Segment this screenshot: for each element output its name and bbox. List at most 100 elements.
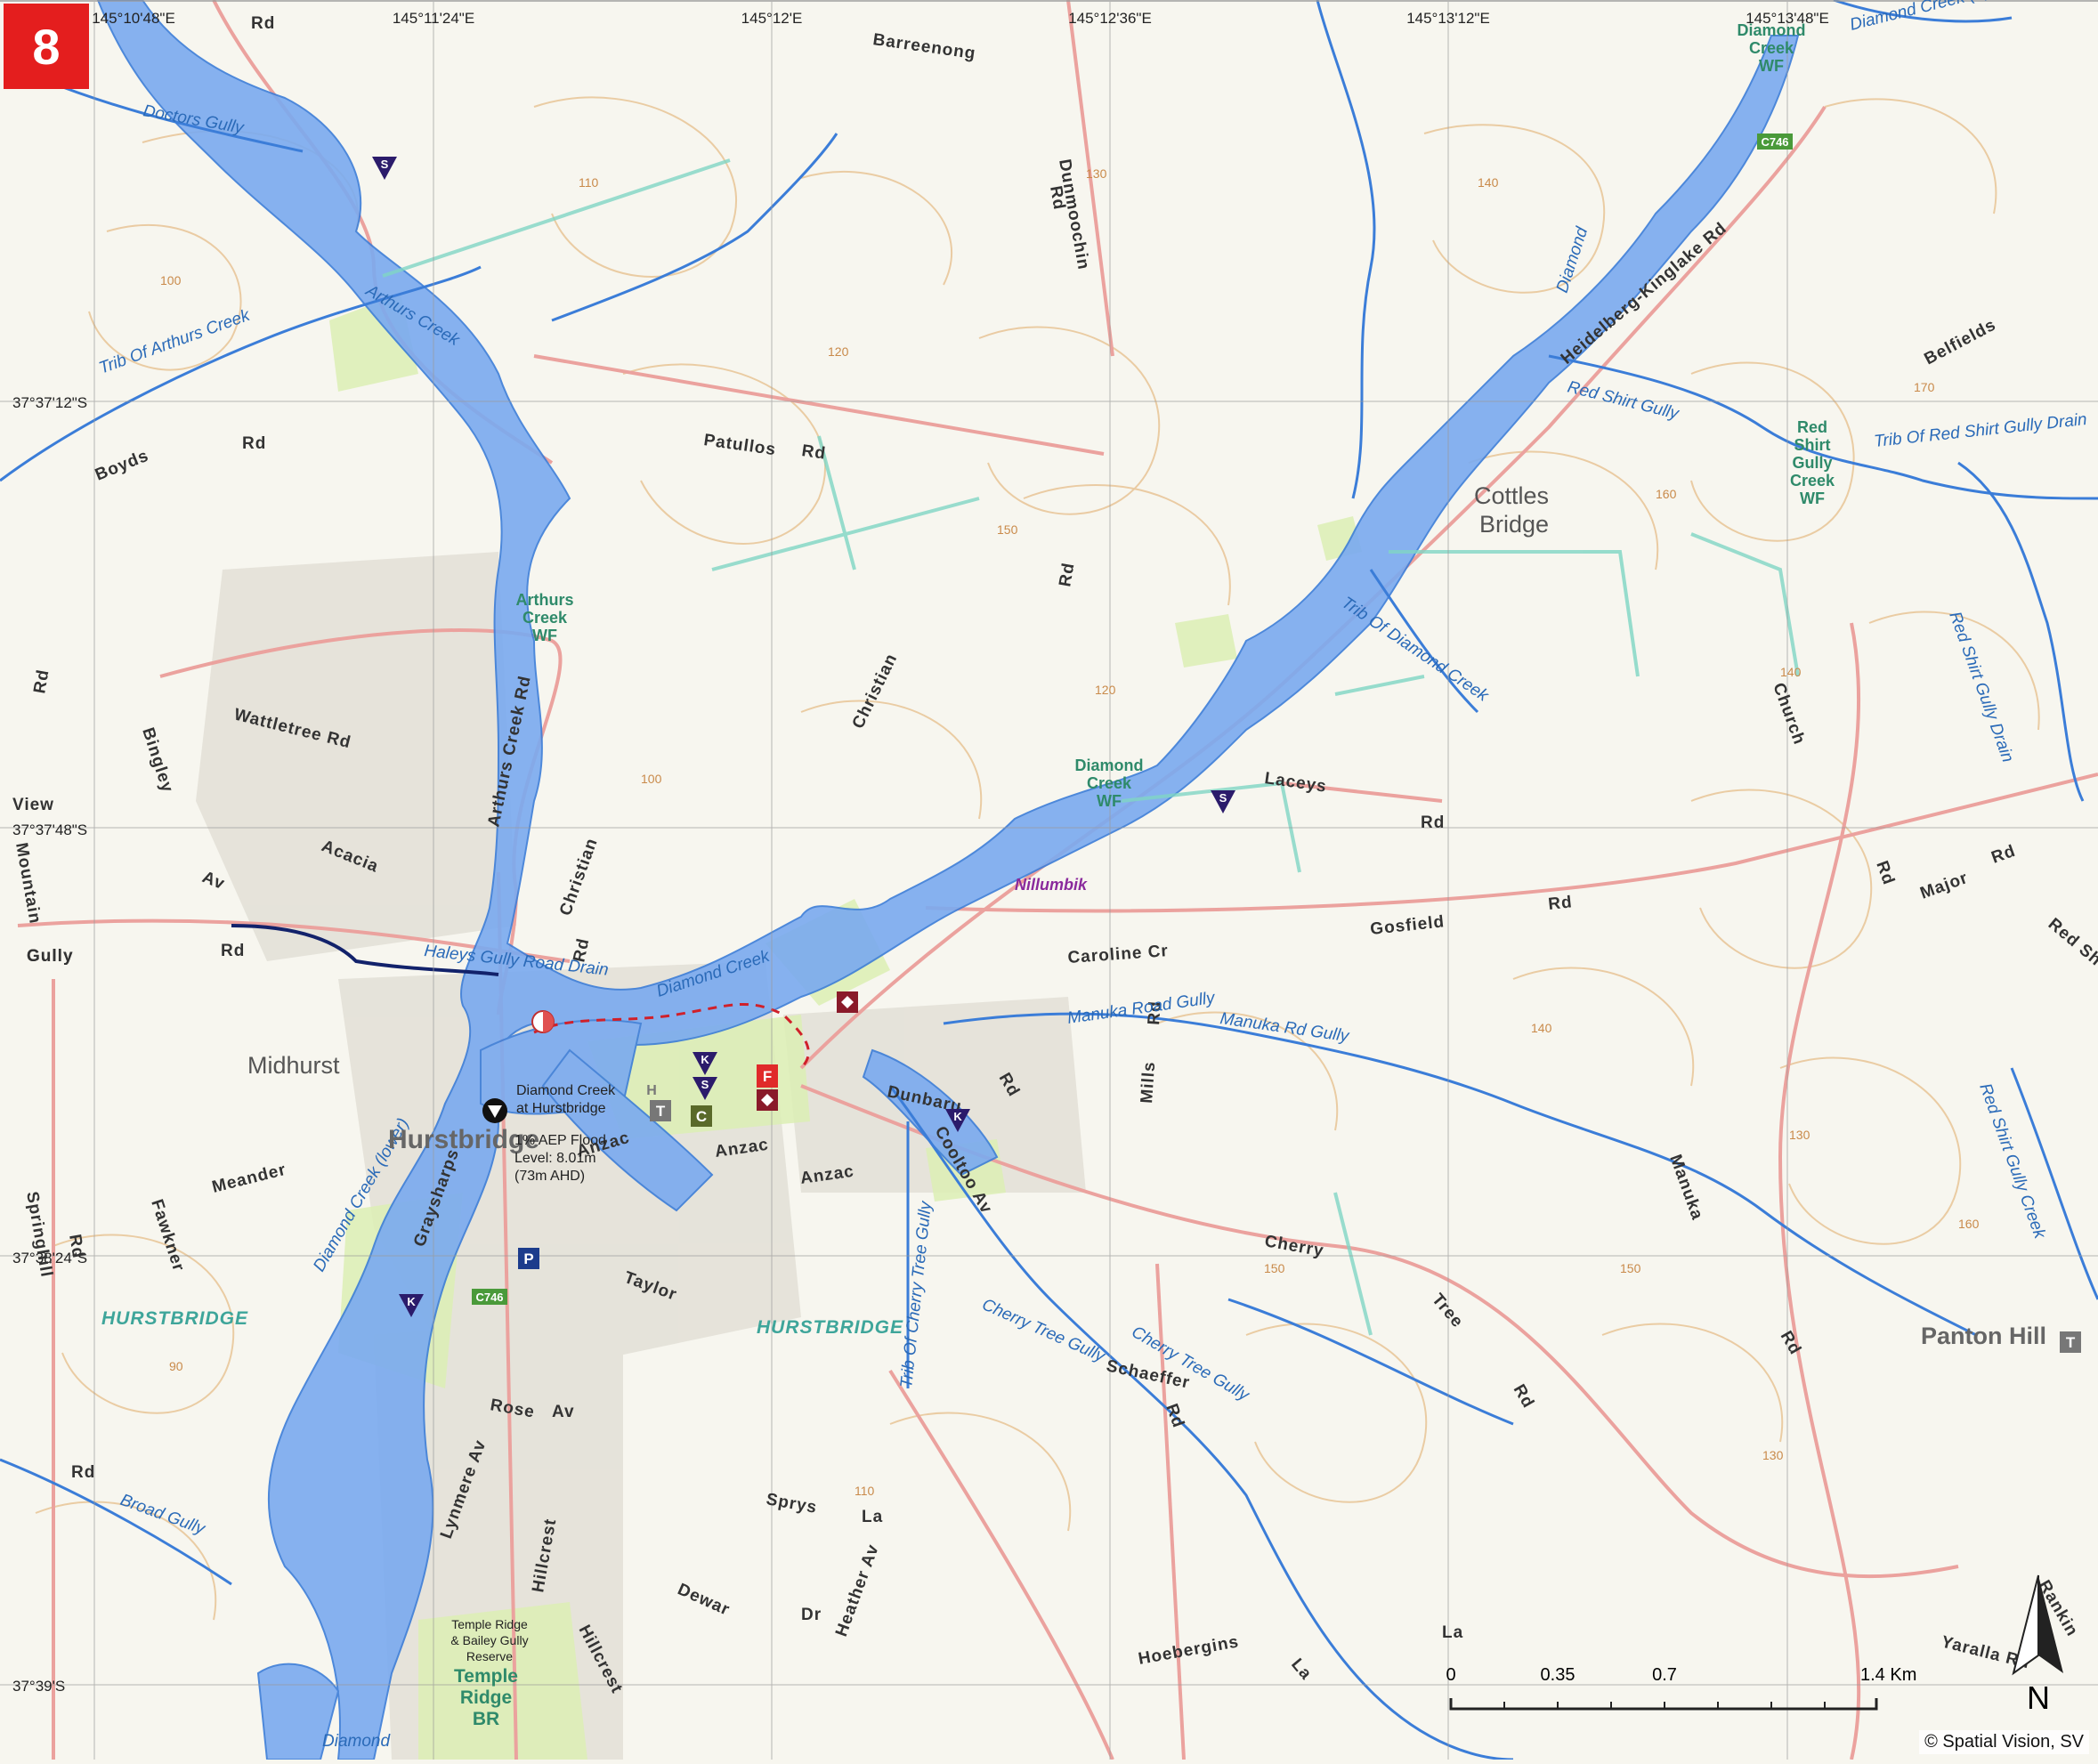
contour-label: 130 (1086, 166, 1107, 181)
scale-label: 0.7 (1652, 1665, 1677, 1685)
road-label: Rd (1421, 813, 1445, 832)
road-label: Rd (251, 14, 275, 33)
road-label: Av (552, 1403, 575, 1421)
place-labels: Midhurst Hurstbridge Cottles Bridge Pant… (101, 482, 2046, 1349)
longitude-label: 145°13'48"E (1746, 10, 1829, 27)
locality-label: HURSTBRIDGE (101, 1308, 248, 1329)
contour-label: 130 (1789, 1128, 1810, 1142)
svg-text:Temple: Temple (454, 1666, 518, 1687)
town-label-panton-hill: Panton Hill (1921, 1323, 2046, 1349)
road-label: Rd (242, 434, 266, 453)
contour-label: 100 (160, 273, 182, 287)
flood-level-line: (73m AHD) (514, 1169, 585, 1184)
kindergarten-icon: K (693, 1052, 717, 1075)
latitude-label: 37°37'48"S (12, 821, 87, 838)
police-icon: P (518, 1248, 539, 1269)
svg-text:& Bailey Gully: & Bailey Gully (450, 1633, 528, 1647)
flood-gauge-icon (482, 1098, 507, 1123)
road-label: Rd (1145, 1000, 1165, 1026)
town-label-bridge: Bridge (1479, 511, 1549, 538)
road-label: View (12, 796, 54, 814)
road-label: Rd (30, 668, 53, 695)
road-label: Gully (27, 947, 74, 966)
half-circle-marker-icon (531, 1010, 555, 1033)
contour-label: 150 (1264, 1261, 1285, 1275)
road-label: Rd (221, 942, 245, 960)
diamond-marker-icon (757, 1089, 778, 1111)
svg-text:K: K (407, 1295, 416, 1308)
longitude-label: 145°13'12"E (1406, 10, 1490, 27)
svg-text:P: P (523, 1250, 533, 1267)
contour-label: 150 (997, 522, 1018, 537)
contour-labels: 100 110 120 130 140 150 160 170 90 130 1… (160, 166, 1980, 1498)
contour-label: 170 (1914, 380, 1935, 394)
reserve-label: Temple Ridge & Bailey Gully Reserve (450, 1617, 528, 1663)
contour-label: 100 (641, 772, 662, 786)
route-shield: C746 (1757, 134, 1793, 150)
latitude-label: 37°37'12"S (12, 394, 87, 411)
north-arrow-icon: N (2012, 1574, 2063, 1716)
gauge-name-line: Diamond Creek (516, 1083, 616, 1098)
road-label: Gully (27, 947, 74, 966)
wetland-label: Diamond Creek WF (1074, 757, 1143, 810)
flood-extent (96, 0, 1800, 1760)
road-label: La (1442, 1623, 1463, 1642)
longitude-labels: 145°10'48"E 145°11'24"E 145°12'E 145°12'… (92, 10, 1829, 27)
svg-text:S: S (1219, 791, 1227, 805)
contour-label: 160 (1656, 487, 1677, 501)
latitude-label: 37°38'24"S (12, 1250, 87, 1266)
road-label: Rd (800, 441, 827, 464)
telephone-icon: T (650, 1100, 671, 1121)
svg-text:Red: Red (1797, 418, 1827, 436)
road-label: La (862, 1508, 883, 1526)
town-label-cottles: Cottles (1474, 482, 1549, 509)
svg-text:Ridge: Ridge (460, 1687, 512, 1708)
hospital-icon: H (646, 1083, 657, 1098)
svg-text:F: F (763, 1068, 772, 1085)
contour-label: 110 (579, 175, 599, 190)
contour-label: 140 (1780, 665, 1802, 679)
town-label-midhurst: Midhurst (247, 1052, 340, 1079)
contour-label: 90 (169, 1359, 183, 1373)
svg-text:C746: C746 (475, 1291, 503, 1304)
svg-text:S: S (381, 158, 389, 171)
svg-text:T: T (2066, 1334, 2076, 1351)
sandbag-collection-icon: S (1211, 790, 1235, 813)
svg-text:WF: WF (1097, 792, 1122, 810)
svg-text:Creek: Creek (1790, 472, 1835, 490)
scale-bar: 0 0.35 0.7 1.4 Km (1446, 1665, 1916, 1711)
haleys-gully-road-drain-line (231, 924, 499, 976)
gauge-name-line: at Hurstbridge (516, 1101, 606, 1116)
contour-label: 120 (1095, 683, 1116, 697)
svg-text:Temple Ridge: Temple Ridge (451, 1617, 528, 1631)
wetland-label: Arthurs Creek WF (515, 591, 573, 644)
longitude-label: 145°10'48"E (92, 10, 175, 27)
svg-text:Diamond: Diamond (1074, 757, 1143, 774)
longitude-label: 145°11'24"E (393, 10, 474, 27)
svg-text:T: T (656, 1103, 666, 1120)
svg-text:Shirt: Shirt (1794, 436, 1830, 454)
road-label: Rd (65, 1233, 87, 1260)
contour-label: 120 (828, 344, 849, 359)
flood-track-line (533, 1002, 810, 1070)
locality-label: HURSTBRIDGE (757, 1317, 903, 1338)
road-label: Rd (1056, 561, 1078, 588)
svg-text:K: K (701, 1053, 709, 1066)
svg-text:BR: BR (473, 1709, 499, 1729)
wetland-label: Diamond Creek WF (1737, 21, 1805, 75)
diamond-marker-icon (837, 991, 858, 1013)
town-label-hurstbridge: Hurstbridge (388, 1125, 539, 1154)
sandbag-collection-icon: S (693, 1077, 717, 1100)
scale-label: 0 (1446, 1665, 1455, 1685)
fire-station-icon: F (757, 1064, 778, 1088)
wetland-labels: Diamond Creek WF Arthurs Creek WF Diamon… (450, 21, 1835, 1729)
contour-label: 150 (1620, 1261, 1641, 1275)
wetland-label: Temple Ridge BR (454, 1666, 518, 1729)
svg-text:H: H (646, 1083, 657, 1098)
latitude-label: 37°39'S (12, 1678, 65, 1695)
contour-label: 140 (1531, 1021, 1552, 1035)
svg-text:Creek: Creek (1749, 39, 1794, 57)
road-label: Dr (801, 1606, 822, 1624)
